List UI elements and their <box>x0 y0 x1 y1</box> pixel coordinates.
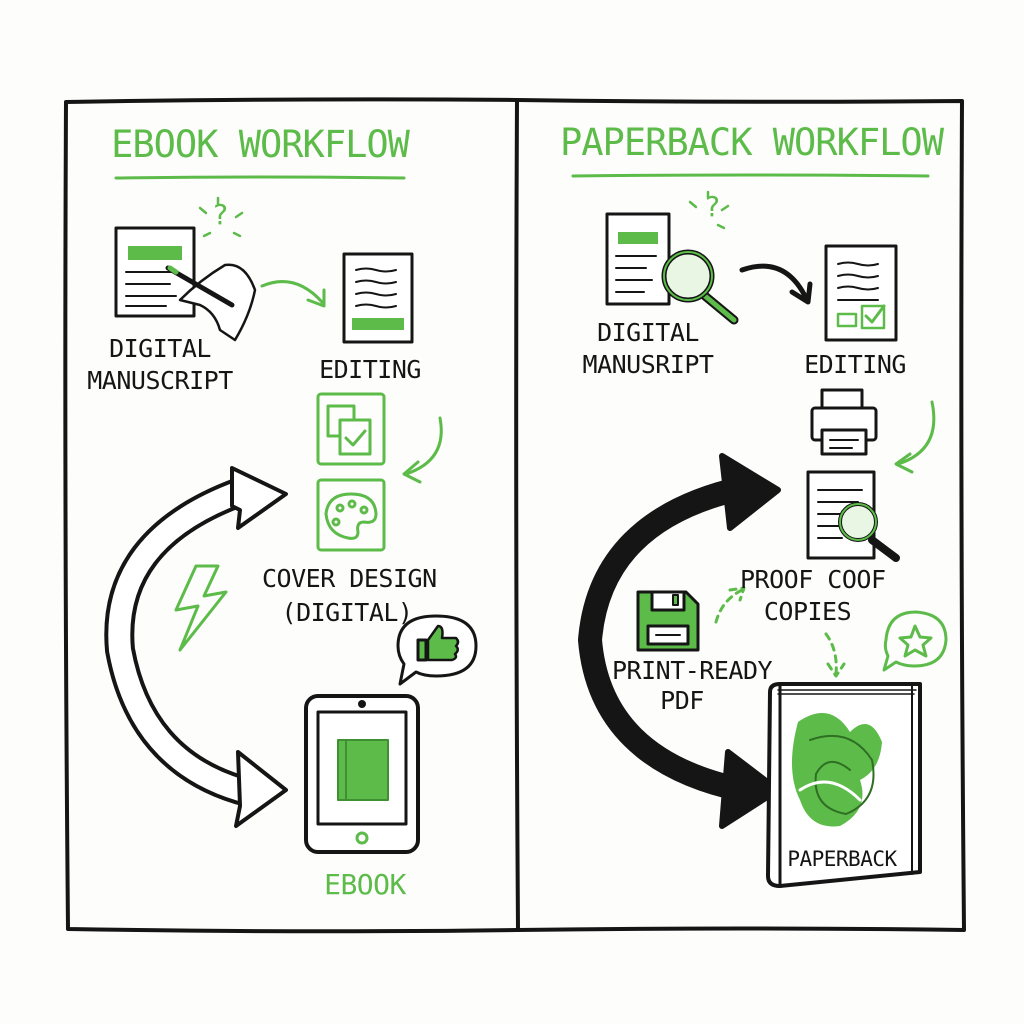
arrow-to-editing-icon <box>260 280 326 308</box>
cycle-outline-arrow-icon <box>104 466 288 828</box>
editing-label: EDITING <box>319 355 421 384</box>
print-ready-pdf-label-1: PRINT-READY <box>612 656 773 685</box>
digital-manuscript-label-1: DIGITAL <box>109 334 211 363</box>
arrow-to-editing-icon <box>739 263 813 305</box>
cover-design-label-1: COVER DESIGN <box>262 564 437 593</box>
frame <box>63 97 966 934</box>
digital-manuscript-label-1: DIGITAL <box>597 318 699 347</box>
printer-icon <box>810 388 878 456</box>
proof-copies-label-1: PROOF COOF <box>740 565 886 594</box>
manuscript-document-icon <box>114 226 196 318</box>
arrow-to-proof-icon <box>894 400 936 474</box>
cycle-solid-arrow-icon <box>578 453 781 829</box>
palette-icon <box>316 478 386 552</box>
ebook-label: EBOOK <box>324 868 406 901</box>
print-ready-pdf-label-2: PDF <box>660 686 704 715</box>
question-mark: ? <box>211 198 229 231</box>
ebook-workflow-title: EBOOK WORKFLOW <box>111 123 410 166</box>
thumbs-up-bubble-icon <box>396 614 478 686</box>
tablet-icon <box>304 694 420 854</box>
paperback-title-underline <box>571 173 930 178</box>
hand-pen-icon <box>165 263 257 342</box>
ebook-title-underline <box>114 175 406 180</box>
editing-checklist-icon <box>824 244 898 342</box>
sparkle-icon <box>688 190 730 230</box>
paperback-book-icon <box>766 682 922 888</box>
editing-document-icon <box>342 252 414 344</box>
proof-document-icon <box>806 470 900 562</box>
paperback-label: PAPERBACK <box>787 847 897 871</box>
review-pages-icon <box>316 392 386 466</box>
dashed-arrow-to-proof-icon <box>714 586 746 624</box>
manuscript-magnifier-icon <box>605 212 739 325</box>
lightning-icon <box>174 564 228 652</box>
digital-manuscript-label-2: MANUSCRIPT <box>87 366 233 395</box>
dashed-arrow-to-paperback-icon <box>824 632 846 678</box>
paperback-workflow-title: PAPERBACK WORKFLOW <box>560 121 944 164</box>
cover-design-label-2: (DIGITAL) <box>281 598 413 627</box>
star-bubble-icon <box>882 610 948 672</box>
question-mark: ? <box>703 190 721 223</box>
digital-manuscript-label-2: MANUSRIPT <box>582 350 714 379</box>
editing-label: EDITING <box>804 350 906 379</box>
floppy-disk-icon <box>636 590 700 652</box>
arrow-to-cover-icon <box>402 416 443 484</box>
proof-copies-label-2: COPIES <box>763 597 852 626</box>
sparkle-icon <box>198 196 244 238</box>
